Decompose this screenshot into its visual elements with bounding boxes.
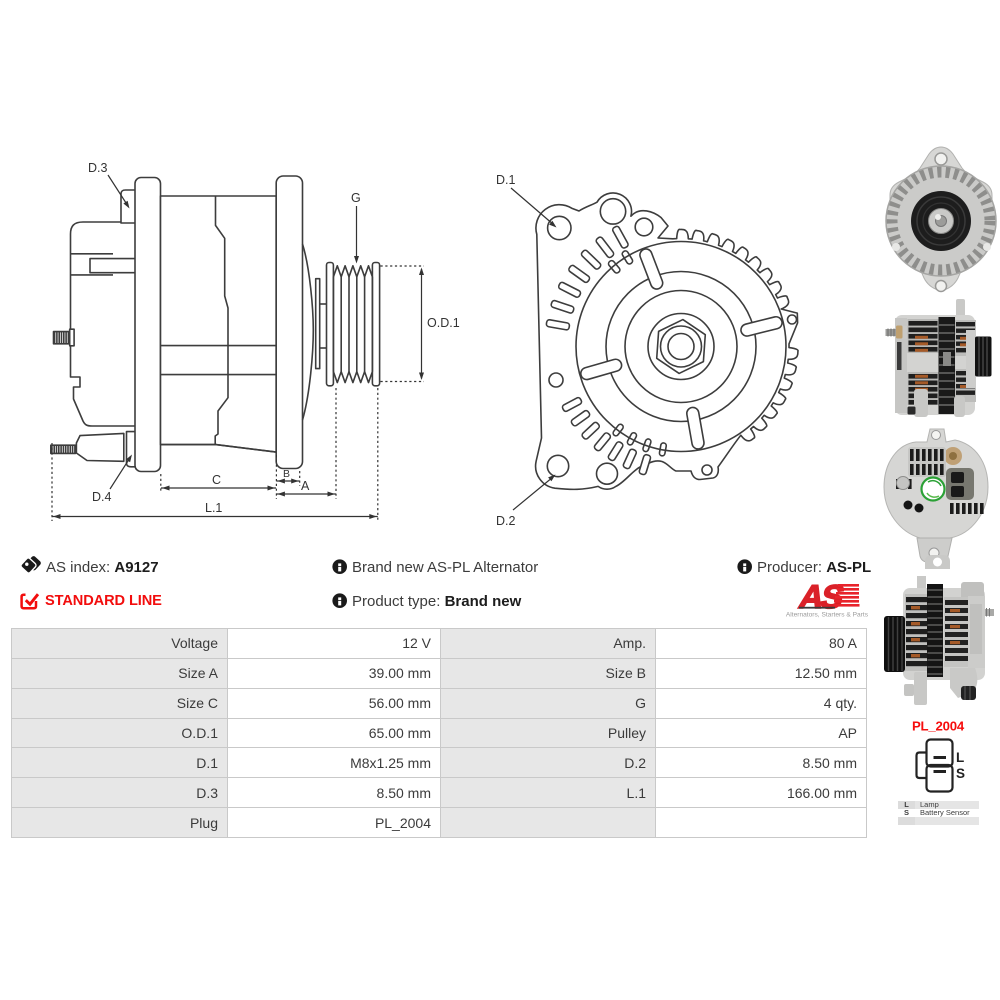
- svg-text:C: C: [212, 473, 221, 487]
- svg-text:D.1: D.1: [496, 173, 516, 187]
- svg-text:D.4: D.4: [92, 490, 112, 504]
- svg-text:O.D.1: O.D.1: [427, 316, 460, 330]
- svg-text:A: A: [301, 479, 310, 493]
- svg-text:S: S: [956, 766, 965, 781]
- svg-text:Alternators, Starters & Parts: Alternators, Starters & Parts: [786, 612, 869, 619]
- svg-text:PL_2004: PL_2004: [912, 719, 965, 734]
- svg-text:G: G: [351, 191, 361, 205]
- svg-text:L: L: [956, 750, 964, 765]
- svg-text:L.1: L.1: [205, 501, 222, 515]
- svg-text:B: B: [283, 468, 290, 480]
- svg-text:D.2: D.2: [496, 514, 516, 528]
- svg-text:D.3: D.3: [88, 161, 108, 175]
